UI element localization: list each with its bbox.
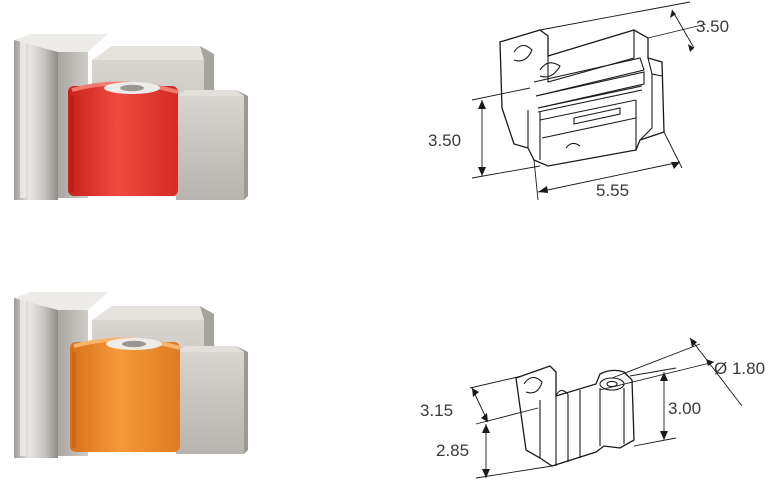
orange-clip [70, 342, 180, 452]
dim-depth-top: 3.50 [696, 17, 729, 36]
dim-height-right: 3.00 [668, 399, 701, 418]
dim-height-left: 2.85 [436, 441, 469, 460]
right-block [176, 96, 244, 200]
red-clip [68, 86, 178, 196]
dim-length-top: 5.55 [596, 181, 629, 200]
top-technical-drawing: 3.50 3.50 5.55 [428, 1, 729, 201]
dim-width: 3.15 [420, 401, 453, 420]
right-block [176, 352, 244, 454]
red-part-render [14, 34, 248, 200]
dim-diameter: Ø 1.80 [714, 359, 765, 378]
clip-outline [515, 365, 635, 467]
orange-part-render [14, 292, 248, 458]
dim-height-top: 3.50 [428, 131, 461, 150]
bottom-technical-drawing: Ø 1.80 3.00 3.15 2.85 [420, 337, 765, 479]
